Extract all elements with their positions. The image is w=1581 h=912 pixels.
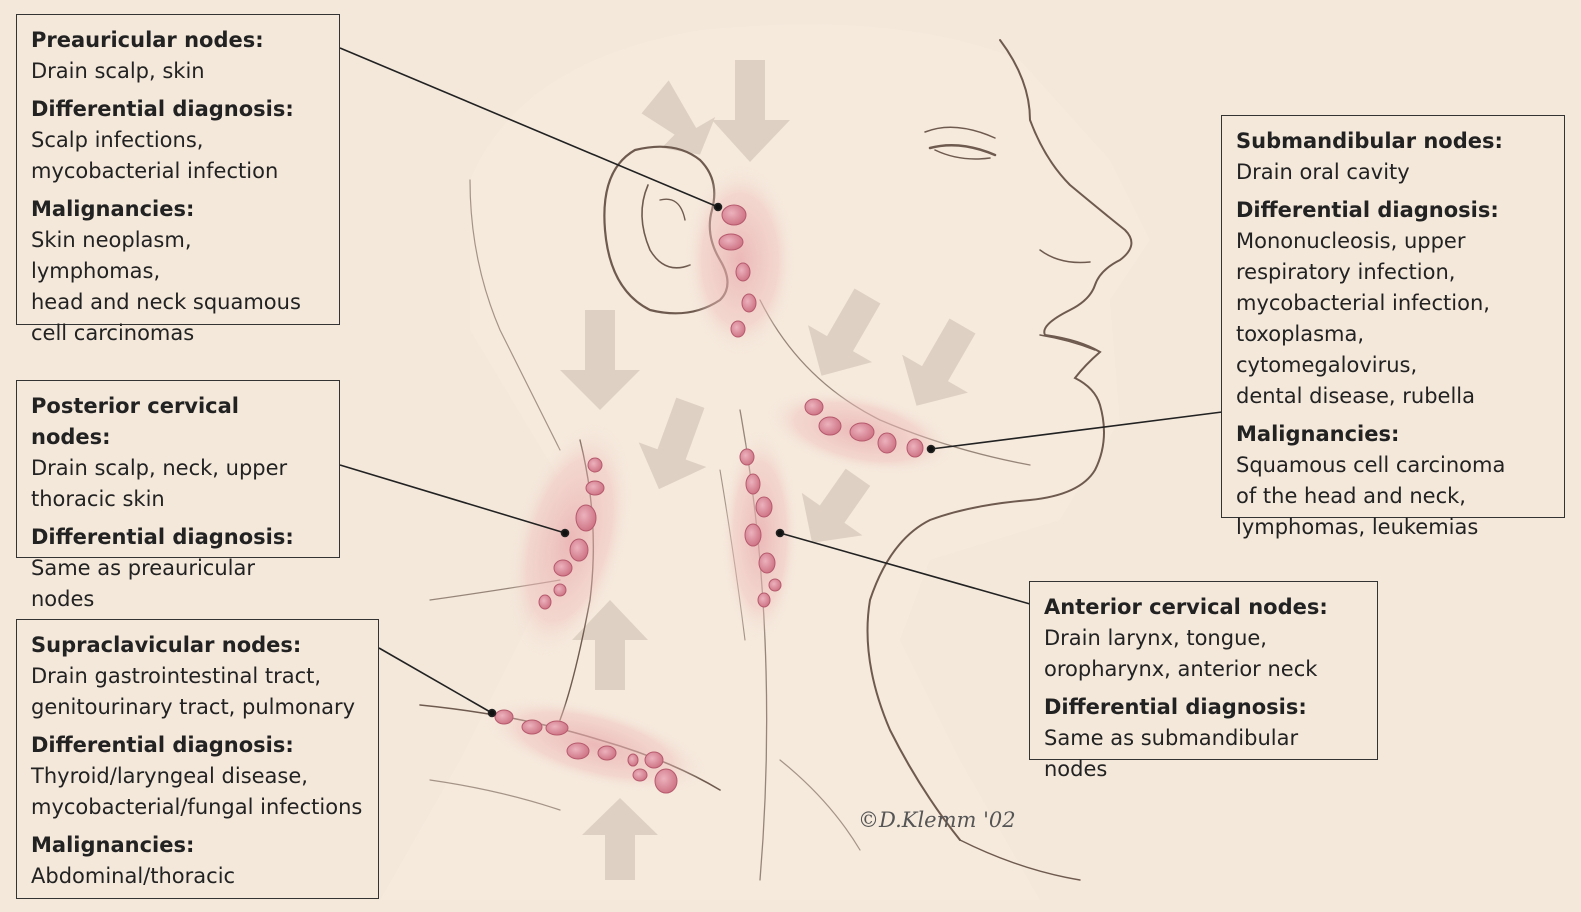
lymph-node — [586, 481, 604, 495]
box-text: of the head and neck, — [1236, 481, 1550, 512]
box-text: Drain scalp, neck, upper — [31, 453, 325, 484]
lymph-node — [522, 720, 542, 734]
artist-credit: ©D.Klemm '02 — [858, 808, 1016, 832]
box-heading: Posterior cervical nodes: — [31, 391, 325, 453]
box-text: mycobacterial infection — [31, 156, 325, 187]
lymph-node — [742, 294, 756, 312]
lymph-node — [759, 553, 775, 573]
lymph-node — [633, 769, 647, 781]
lymph-node — [628, 754, 638, 766]
lymph-node — [740, 449, 754, 465]
box-heading: Differential diagnosis: — [31, 522, 325, 553]
lymph-node — [554, 560, 572, 576]
box-text: Scalp infections, — [31, 125, 325, 156]
box-heading: Malignancies: — [31, 194, 325, 225]
supraclavicular-info-box: Supraclavicular nodes: Drain gastrointes… — [16, 619, 379, 899]
box-text: Same as preauricular nodes — [31, 553, 325, 615]
box-heading: Supraclavicular nodes: — [31, 630, 364, 661]
box-heading: Preauricular nodes: — [31, 25, 325, 56]
lymph-node — [539, 595, 551, 609]
supraclavicular-leader — [379, 648, 492, 713]
lymph-node — [554, 584, 566, 596]
box-heading: Malignancies: — [31, 830, 364, 861]
lymph-node — [645, 752, 663, 768]
anterior-cervical-info-box: Anterior cervical nodes: Drain larynx, t… — [1029, 581, 1378, 760]
box-text: mycobacterial infection, — [1236, 288, 1550, 319]
box-heading: Differential diagnosis: — [1044, 692, 1363, 723]
lymph-node — [570, 539, 588, 561]
box-text: cell carcinomas — [31, 318, 325, 349]
lymph-node — [878, 433, 896, 453]
box-text: dental disease, rubella — [1236, 381, 1550, 412]
box-text: Drain larynx, tongue, — [1044, 623, 1363, 654]
box-text: Skin neoplasm, lymphomas, — [31, 225, 325, 287]
lymph-node — [736, 263, 750, 281]
lymph-node — [722, 205, 746, 225]
box-heading: Submandibular nodes: — [1236, 126, 1550, 157]
box-text: Drain oral cavity — [1236, 157, 1550, 188]
lymph-node — [576, 505, 596, 531]
box-text: Thyroid/laryngeal disease, — [31, 761, 364, 792]
box-text: oropharynx, anterior neck — [1044, 654, 1363, 685]
box-text: thoracic skin — [31, 484, 325, 515]
box-text: head and neck squamous — [31, 287, 325, 318]
posterior-cervical-info-box: Posterior cervical nodes: Drain scalp, n… — [16, 380, 340, 558]
box-heading: Anterior cervical nodes: — [1044, 592, 1363, 623]
box-heading: Differential diagnosis: — [31, 94, 325, 125]
lymph-node — [745, 524, 761, 546]
lymph-node — [769, 579, 781, 591]
lymph-node — [731, 321, 745, 337]
lymph-node — [598, 746, 616, 760]
box-text: Drain gastrointestinal tract, — [31, 661, 364, 692]
lymph-node — [819, 417, 841, 435]
box-text: Mononucleosis, upper — [1236, 226, 1550, 257]
box-text: Drain scalp, skin — [31, 56, 325, 87]
lymph-node — [588, 458, 602, 472]
lymph-node — [567, 743, 589, 759]
lymph-node — [758, 593, 770, 607]
box-text: respiratory infection, — [1236, 257, 1550, 288]
box-text: lymphomas, leukemias — [1236, 512, 1550, 543]
preauricular-info-box: Preauricular nodes: Drain scalp, skin Di… — [16, 14, 340, 325]
submandibular-info-box: Submandibular nodes: Drain oral cavity D… — [1221, 115, 1565, 518]
box-text: mycobacterial/fungal infections — [31, 792, 364, 823]
box-heading: Malignancies: — [1236, 419, 1550, 450]
lymph-node — [746, 474, 760, 494]
box-text: toxoplasma, cytomegalovirus, — [1236, 319, 1550, 381]
lymph-node — [655, 769, 677, 793]
lymph-node — [546, 721, 568, 735]
box-text: Squamous cell carcinoma — [1236, 450, 1550, 481]
box-text: Abdominal/thoracic — [31, 861, 364, 892]
lymph-node — [907, 439, 923, 457]
lymph-node — [719, 234, 743, 250]
lymph-node — [495, 710, 513, 724]
box-heading: Differential diagnosis: — [1236, 195, 1550, 226]
box-heading: Differential diagnosis: — [31, 730, 364, 761]
box-text: genitourinary tract, pulmonary — [31, 692, 364, 723]
box-text: Same as submandibular nodes — [1044, 723, 1363, 785]
lymph-node — [756, 497, 772, 517]
lymph-node — [805, 399, 823, 415]
lymph-node — [850, 423, 874, 441]
